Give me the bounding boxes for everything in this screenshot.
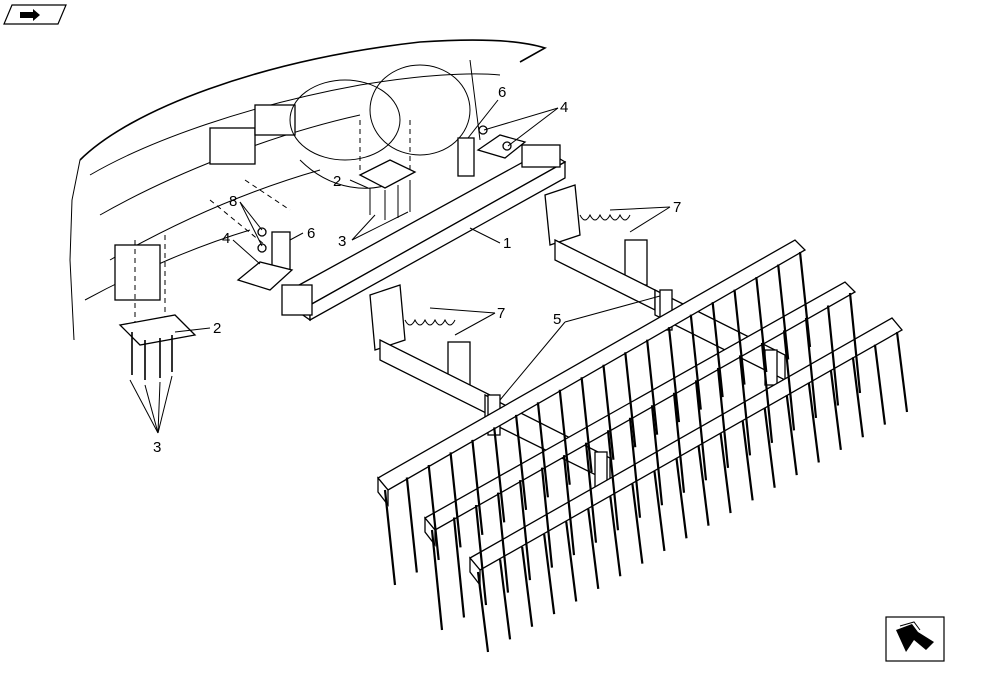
harrow-tine [851,357,864,438]
callout-6: 6 [498,84,506,101]
harrow-tine [606,430,620,531]
harrow-tine [624,352,637,448]
harrow-tine [646,339,659,435]
harrow-tine [496,492,510,593]
callout-6: 6 [307,225,315,242]
harrow-tine-bar [424,281,857,547]
harrow-tine [782,330,796,431]
harrow-tine [449,452,462,548]
harrow-tine [383,489,397,586]
mount-block [254,104,296,136]
harrow-tine [609,496,622,577]
leader-lines [129,99,671,434]
lower-mount-plate [118,314,197,380]
harrow-tine [498,559,512,640]
machine-body [69,39,547,341]
harrow-tine [602,364,615,460]
callout-7: 7 [673,199,681,216]
harrow-tine [565,521,578,602]
harrow-tine [667,327,681,423]
callout-5: 5 [553,311,561,328]
harrow-tine [427,464,440,561]
harrow-tine [493,427,506,523]
harrow-tine [829,369,842,451]
harrow-tine [558,389,571,485]
assembly-guides [134,120,411,330]
harrow-tine [476,571,490,653]
callout-3: 3 [338,233,346,250]
harrow-tine [430,529,444,631]
harrow-tine [719,432,732,514]
hanger-bracket [114,244,161,301]
harrow-tine [452,517,466,618]
harrow-tine [514,414,528,510]
harrow-tine [650,405,664,506]
harrow-tine [689,314,702,410]
harrow-tine [694,380,708,481]
harrow-tine [521,546,534,627]
callout-4: 4 [560,99,568,116]
callout-7: 7 [497,305,505,322]
harrow-tine [807,382,820,463]
upper-mount-plate [358,159,417,220]
harrow-tine [536,402,549,498]
harrow-tine [631,483,644,564]
harrow-tine [848,292,862,394]
callout-2: 2 [213,320,221,337]
harrow-tine [675,458,688,539]
callout-8: 8 [229,193,237,210]
harrow-tine [716,367,730,468]
harrow-tine [474,504,488,606]
harrow-tine [653,470,666,552]
left-spring-assembly [369,284,491,417]
harrow-tine [518,479,532,581]
harrow-tine [733,289,746,385]
harrow-tine [540,467,554,568]
harrow-tines [383,251,909,653]
harrow-tine [763,407,776,488]
harrow-tine [587,508,600,589]
harrow-tine [580,377,593,473]
next-page-arrow-icon[interactable] [885,616,945,662]
harrow-tine [405,477,418,573]
harrow-tine [711,301,724,398]
harrow-tine [697,445,710,526]
harrow-tine [755,276,768,373]
harrow-tine [895,331,909,413]
callout-1: 1 [503,235,511,252]
previous-page-arrow-icon[interactable] [3,4,67,25]
callout-3: 3 [153,439,161,456]
callout-2: 2 [333,173,341,190]
harrow-tine [543,533,556,615]
right-bracket [457,125,527,177]
main-cross-beam [281,144,567,322]
harrow-tine [738,355,752,456]
harrow-tine [785,395,798,476]
harrow-tine-bar [469,317,903,587]
harrow-tine [777,264,790,360]
mount-block [209,127,256,165]
harrow-tine [672,392,686,493]
harrow-tine [562,455,576,556]
harrow-tine [471,439,484,536]
left-bracket [236,227,294,291]
harrow-tine [873,344,887,425]
harrow-tine [584,442,598,543]
harrow-tine [741,420,754,501]
callout-4: 4 [222,230,230,247]
harrow-tine [826,305,840,406]
harrow-tine [804,317,818,419]
harrow-tine [628,417,642,518]
harrow-tine [760,342,774,444]
right-spring-assembly [544,184,656,312]
